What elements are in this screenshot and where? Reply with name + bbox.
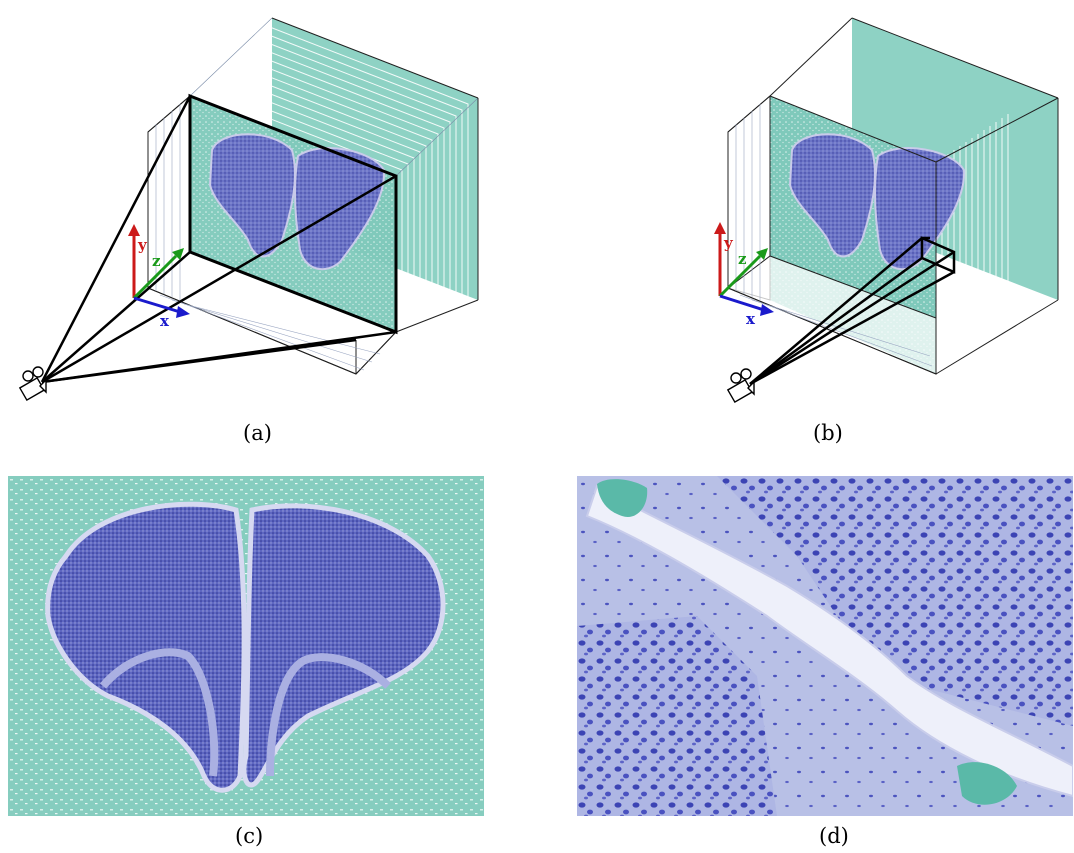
panel-d-histology-detail [577,476,1073,816]
caption-d: (d) [819,824,849,848]
camera-icon [726,368,755,404]
axis-y-label: y [137,236,148,254]
caption-b: (b) [813,421,843,445]
axes-gizmo: y z x [714,222,774,328]
caption-a: (a) [243,421,272,445]
right-hemisphere [241,503,446,788]
panel-b: y z x [580,0,1074,420]
brain-section [788,133,966,271]
panel-c [8,476,484,816]
left-hemisphere [45,501,247,793]
cell-cluster-left [577,616,777,816]
axis-z-label: z [152,252,161,270]
panel-b-volume-diagram: y z x [714,17,1059,404]
panel-a: y z x [0,0,520,420]
caption-c: (c) [235,824,264,848]
axis-x-label: x [160,312,170,330]
cell-cluster-top [717,476,1073,726]
axis-y-label: y [723,234,734,252]
axes-gizmo: y z x [128,224,190,330]
panel-a-volume-diagram: y z x [18,17,479,402]
vessel-stain [597,479,648,517]
vessel [585,484,1073,798]
axis-x-label: x [746,310,756,328]
panel-d [577,476,1073,816]
camera-frustum [40,95,397,384]
camera-icon [18,366,47,402]
camera-frustum [749,237,955,386]
panel-c-histology-slice [8,476,484,816]
axis-z-label: z [738,250,747,268]
